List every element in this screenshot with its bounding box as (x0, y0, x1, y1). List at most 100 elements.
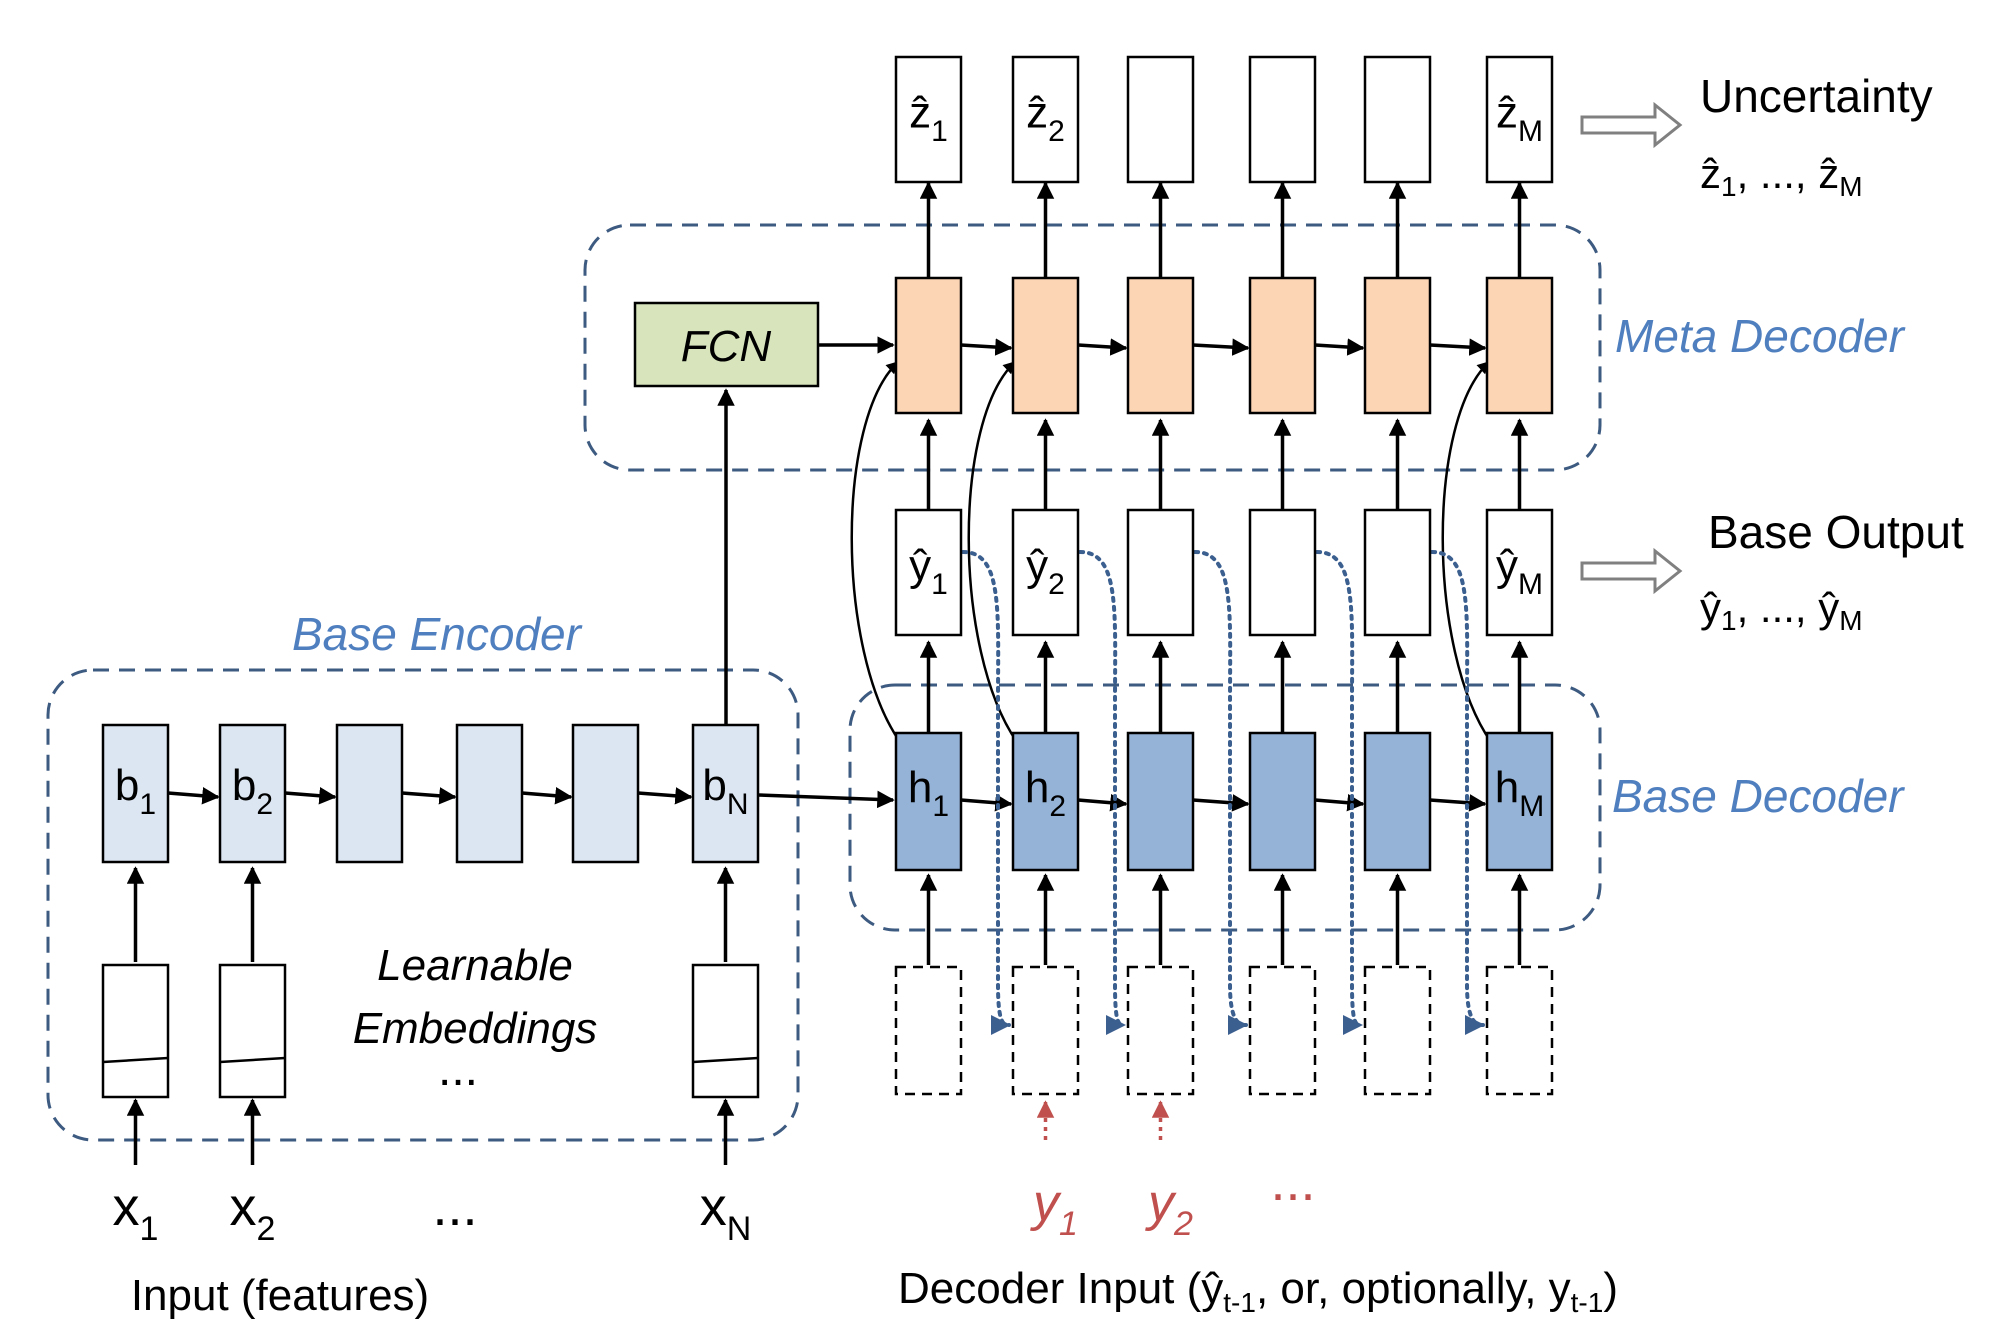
decoder-input-box (1363, 965, 1432, 1096)
uncertainty-output-label: ẑ1 (909, 88, 948, 148)
uncertainty-output-label: ẑ2 (1026, 88, 1065, 148)
base-decoder-chain-arrow (960, 794, 1013, 812)
uncertainty-hollow-arrow (1580, 101, 1683, 149)
meta-decoder-label: Meta Decoder (1615, 310, 1906, 362)
encoder-cell-label: b1 (115, 761, 156, 821)
encoder-cell (101, 723, 170, 864)
embedding-box (101, 963, 170, 1099)
base-decoder-cell-label: hM (1495, 763, 1544, 823)
base-output-box (894, 508, 963, 637)
encoder-to-decoder-arrow (757, 790, 895, 809)
embedding-box (691, 963, 760, 1099)
meta-decoder-cell (1011, 276, 1080, 415)
ground-truth-symbol: y2 (1145, 1174, 1193, 1243)
decoder-input-box (894, 965, 963, 1096)
encoder-cell-label: bN (702, 761, 748, 821)
base-output-label: ŷ2 (1026, 541, 1065, 601)
input-symbol: x1 (113, 1177, 159, 1248)
base-output-box (1485, 508, 1554, 637)
base-decoder-cell-label: h1 (908, 763, 949, 823)
base-output-label: ŷM (1496, 541, 1543, 601)
base-output-box (1248, 508, 1317, 637)
base-output-box (1011, 508, 1080, 637)
feedback-dotted-arrow (1078, 550, 1126, 1035)
embedding-box (218, 963, 287, 1099)
base-decoder-chain-arrow (1077, 793, 1128, 812)
embeddings-ellipsis: ... (438, 1043, 478, 1096)
decoder-input-box (1485, 965, 1554, 1096)
input-ellipsis: ... (432, 1177, 477, 1237)
base-decoder-chain-arrow (1314, 793, 1365, 812)
meta-decoder-cell (1485, 276, 1554, 415)
base-output-box (1363, 508, 1432, 637)
feedback-dotted-arrow (1315, 550, 1363, 1035)
uncertainty-title: Uncertainty (1700, 70, 1933, 122)
input-symbol: x2 (230, 1177, 276, 1248)
feedback-dotted-arrow (961, 550, 1011, 1035)
encoder-chain-arrow (167, 787, 220, 805)
decoder-input-box (1248, 965, 1317, 1096)
base-decoder-cell (1011, 731, 1080, 872)
meta-decoder-chain-arrow (960, 338, 1013, 356)
hidden-skip-arrow (967, 361, 1019, 743)
uncertainty-output-label: ẑM (1496, 88, 1543, 148)
base-decoder-cell (894, 731, 963, 872)
base-decoder-cell (1363, 731, 1432, 872)
meta-decoder-cell (1363, 276, 1432, 415)
uncertainty-output-box (1248, 55, 1317, 184)
meta-decoder-region (583, 223, 1602, 472)
base-decoder-cell (1485, 731, 1554, 872)
encoder-chain-arrow (521, 786, 573, 805)
uncertainty-output-box (1126, 55, 1195, 184)
encoder-chain-arrow (637, 787, 693, 805)
uncertainty-output-box (1011, 55, 1080, 184)
fcn-box (633, 301, 820, 388)
encoder-cell (218, 723, 287, 864)
feedback-dotted-arrow (1430, 550, 1485, 1035)
hidden-skip-arrow (850, 361, 902, 743)
encoder-cell (691, 723, 760, 864)
meta-decoder-cell (1126, 276, 1195, 415)
embedding-divider (692, 1056, 759, 1064)
base-encoder-label: Base Encoder (292, 608, 583, 660)
feedback-dotted-arrow (1193, 550, 1248, 1035)
uncertainty-output-box (1363, 55, 1432, 184)
uncertainty-output-box (1485, 55, 1554, 184)
base-output-label: ŷ1 (909, 541, 948, 601)
encoder-chain-arrow (401, 787, 457, 805)
base-decoder-cell-label: h2 (1025, 763, 1066, 823)
decoder-input-caption: Decoder Input (ŷt-1, or, optionally, yt-… (898, 1264, 1618, 1318)
meta-decoder-cell (1248, 276, 1317, 415)
base-decoder-chain-arrow (1192, 794, 1250, 812)
base-output-box (1126, 508, 1195, 637)
uncertainty-range: ẑ1, ..., ẑM (1700, 150, 1863, 202)
base-output-range: ŷ1, ..., ŷM (1700, 584, 1863, 636)
embedding-divider (219, 1056, 286, 1064)
base-decoder-region (848, 683, 1602, 932)
encoder-cell-label: b2 (232, 761, 273, 821)
base-decoder-label: Base Decoder (1612, 770, 1905, 822)
ground-truth-ellipsis: ... (1270, 1152, 1315, 1212)
embedding-divider (102, 1056, 169, 1064)
base-decoder-cell (1126, 731, 1195, 872)
ground-truth-symbol: y1 (1030, 1174, 1078, 1243)
base-decoder-chain-arrow (1429, 794, 1487, 812)
encoder-cell (335, 723, 404, 864)
embeddings-label-line1: Learnable (377, 941, 573, 990)
meta-decoder-chain-arrow (1314, 338, 1365, 356)
base-output-title: Base Output (1708, 506, 1964, 558)
meta-decoder-chain-arrow (1192, 338, 1250, 356)
meta-decoder-cell (894, 276, 963, 415)
fcn-label: FCN (681, 322, 772, 371)
base-encoder-region (46, 668, 800, 1142)
input-symbol: xN (700, 1177, 752, 1248)
encoder-chain-arrow (284, 787, 337, 805)
input-caption: Input (features) (131, 1271, 429, 1320)
encoder-cell (455, 723, 524, 864)
decoder-input-box (1126, 965, 1195, 1096)
meta-decoder-chain-arrow (1429, 338, 1487, 356)
embeddings-label-line2: Embeddings (353, 1004, 598, 1053)
encoder-cell (571, 723, 640, 864)
